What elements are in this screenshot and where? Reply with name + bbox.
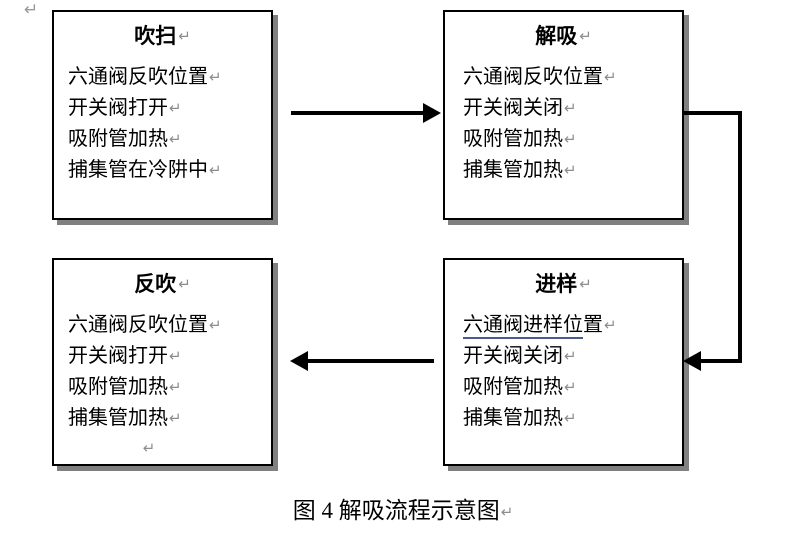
flow-empty-paragraph: ↵ (68, 434, 271, 462)
flow-line-text-rest: 置 (583, 314, 603, 336)
spellcheck-marked-text: 六通阀进样位 (463, 314, 583, 339)
flow-box-backflush-title: 反吹↵ (54, 272, 271, 296)
return-mark-icon: ↵ (169, 130, 182, 148)
flow-box-desorb-title-text: 解吸 (535, 24, 578, 48)
return-mark-icon: ↵ (604, 316, 617, 334)
flow-box-inject-title: 进样↵ (445, 272, 682, 296)
return-mark-icon: ↵ (178, 27, 191, 45)
flow-box-purge-lines: 六通阀反吹位置↵ 开关阀打开↵ 吸附管加热↵ 捕集管在冷阱中↵ (54, 62, 271, 186)
return-mark-icon: ↵ (178, 275, 191, 293)
flow-box-desorb[interactable]: 解吸↵ 六通阀反吹位置↵ 开关阀关闭↵ 吸附管加热↵ 捕集管加热↵ (443, 10, 684, 220)
flow-line: 吸附管加热↵ (68, 372, 271, 403)
flow-box-desorb-title: 解吸↵ (445, 24, 682, 48)
return-mark-icon: ↵ (209, 68, 222, 86)
page-top-return-mark: ↵ (24, 0, 39, 20)
flow-line-text: 吸附管加热 (463, 376, 563, 398)
flow-line-marked: 六通阀进样位置↵ (463, 310, 682, 341)
flow-line-text: 吸附管加热 (68, 128, 168, 150)
flow-line-text: 六通阀反吹位置 (68, 314, 208, 336)
flow-box-inject-lines: 六通阀进样位置↵ 开关阀关闭↵ 吸附管加热↵ 捕集管加热↵ (445, 310, 682, 434)
flow-line: 开关阀打开↵ (68, 93, 271, 124)
return-mark-icon: ↵ (169, 99, 182, 117)
return-mark-icon: ↵ (564, 161, 577, 179)
flow-line-text: 开关阀打开 (68, 97, 168, 119)
flow-line: 吸附管加热↵ (463, 372, 682, 403)
flow-line-text: 捕集管加热 (68, 407, 168, 429)
flow-box-desorb-lines: 六通阀反吹位置↵ 开关阀关闭↵ 吸附管加热↵ 捕集管加热↵ (445, 62, 682, 186)
flow-line: 六通阀反吹位置↵ (463, 62, 682, 93)
flow-line: 开关阀关闭↵ (463, 93, 682, 124)
figure-caption-text: 图 4 解吸流程示意图 (292, 498, 500, 523)
flow-line-text: 捕集管加热 (463, 407, 563, 429)
return-mark-icon: ↵ (209, 316, 222, 334)
flow-line-text: 六通阀反吹位置 (463, 66, 603, 88)
arrow-desorb-to-inject (683, 111, 742, 371)
return-mark-icon: ↵ (564, 99, 577, 117)
flow-box-purge[interactable]: 吹扫↵ 六通阀反吹位置↵ 开关阀打开↵ 吸附管加热↵ 捕集管在冷阱中↵ (52, 10, 273, 220)
flow-line: 捕集管在冷阱中↵ (68, 155, 271, 186)
return-mark-icon: ↵ (564, 409, 577, 427)
flow-line: 吸附管加热↵ (463, 124, 682, 155)
flow-line-text: 捕集管在冷阱中 (68, 159, 208, 181)
flow-line: 开关阀关闭↵ (463, 341, 682, 372)
flow-line-text: 开关阀打开 (68, 345, 168, 367)
return-mark-icon: ↵ (169, 347, 182, 365)
flow-line-text: 吸附管加热 (463, 128, 563, 150)
return-mark-icon: ↵ (564, 347, 577, 365)
flow-box-inject-title-text: 进样 (535, 272, 578, 296)
flow-box-backflush-title-text: 反吹 (134, 272, 177, 296)
flow-line: 六通阀反吹位置↵ (68, 62, 271, 93)
flow-box-purge-title: 吹扫↵ (54, 24, 271, 48)
flow-line-text: 吸附管加热 (68, 376, 168, 398)
flow-line: 开关阀打开↵ (68, 341, 271, 372)
flow-box-inject[interactable]: 进样↵ 六通阀进样位置↵ 开关阀关闭↵ 吸附管加热↵ 捕集管加热↵ (443, 258, 684, 466)
arrow-inject-to-backflush (290, 351, 434, 371)
flow-line-text: 捕集管加热 (463, 159, 563, 181)
return-mark-icon: ↵ (169, 409, 182, 427)
return-mark-icon: ↵ (169, 378, 182, 396)
arrow-purge-to-desorb (291, 103, 441, 123)
return-mark-icon: ↵ (500, 503, 514, 521)
figure-caption: 图 4 解吸流程示意图↵ (0, 496, 806, 527)
return-mark-icon: ↵ (579, 275, 592, 293)
flow-line: 吸附管加热↵ (68, 124, 271, 155)
flow-line: 捕集管加热↵ (68, 403, 271, 434)
flow-box-purge-title-text: 吹扫 (134, 24, 177, 48)
return-mark-icon: ↵ (209, 161, 222, 179)
flow-box-backflush[interactable]: 反吹↵ 六通阀反吹位置↵ 开关阀打开↵ 吸附管加热↵ 捕集管加热↵ ↵ (52, 258, 273, 466)
flow-line-text: 六通阀反吹位置 (68, 66, 208, 88)
flow-line: 捕集管加热↵ (463, 403, 682, 434)
flow-line-text: 开关阀关闭 (463, 345, 563, 367)
return-mark-icon: ↵ (142, 439, 156, 457)
flow-line: 捕集管加热↵ (463, 155, 682, 186)
return-mark-icon: ↵ (579, 27, 592, 45)
flow-line-text: 开关阀关闭 (463, 97, 563, 119)
return-mark-icon: ↵ (564, 378, 577, 396)
flow-box-backflush-lines: 六通阀反吹位置↵ 开关阀打开↵ 吸附管加热↵ 捕集管加热↵ ↵ (54, 310, 271, 462)
return-mark-icon: ↵ (604, 68, 617, 86)
return-mark-icon: ↵ (564, 130, 577, 148)
flow-line: 六通阀反吹位置↵ (68, 310, 271, 341)
